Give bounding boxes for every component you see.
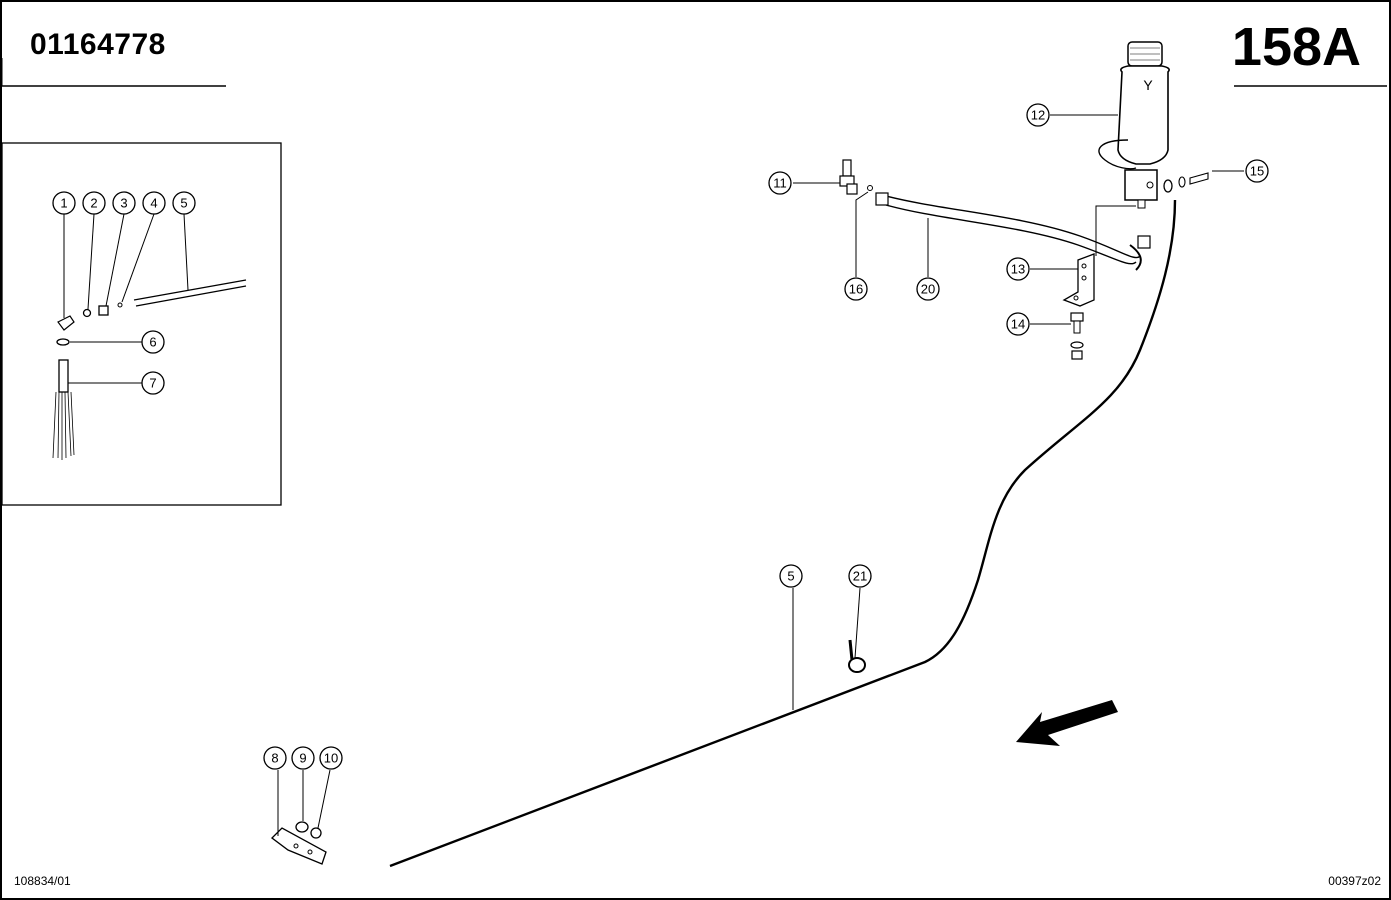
tube-part-lower — [135, 285, 247, 307]
callout-14: 14 — [1006, 312, 1030, 336]
callout-1: 1 — [52, 191, 76, 215]
reservoir-wire — [1098, 139, 1137, 170]
seal-ring-part — [56, 338, 70, 346]
svg-text:16: 16 — [849, 282, 863, 297]
callout-13: 13 — [1006, 257, 1030, 281]
callout-8: 8 — [263, 746, 287, 770]
main-hose-line — [389, 199, 1177, 868]
reservoir-mark: Y — [1143, 77, 1153, 93]
hose-end-fitting — [875, 192, 889, 206]
o-ring-16 — [867, 185, 873, 191]
hose-clamp-21 — [848, 639, 866, 673]
callout-15: 15 — [1245, 159, 1269, 183]
callout-20: 20 — [916, 277, 940, 301]
strainer-body-part — [58, 359, 69, 393]
hose-nut — [1137, 235, 1151, 249]
bolt-15 — [1163, 172, 1209, 193]
fluid-reservoir: Y — [1098, 41, 1170, 209]
main-leaders — [277, 114, 1244, 836]
callout-6: 6 — [141, 330, 165, 354]
nut-10 — [310, 827, 322, 839]
inset-parts — [52, 279, 247, 460]
svg-text:15: 15 — [1250, 164, 1264, 179]
callout-21: 21 — [848, 564, 872, 588]
washer-9 — [295, 821, 309, 833]
bracket-13 — [1062, 253, 1095, 307]
callout-4: 4 — [142, 191, 166, 215]
page-code: 158A — [1231, 17, 1361, 77]
svg-text:4: 4 — [150, 196, 157, 211]
bracket-8 — [271, 821, 327, 865]
footer-right-reference: 00397z02 — [1328, 874, 1381, 888]
mounting-block — [1124, 169, 1158, 201]
svg-text:5: 5 — [180, 196, 187, 211]
direction-arrow-icon — [1016, 700, 1118, 746]
svg-text:13: 13 — [1011, 262, 1025, 277]
washer-part — [82, 308, 92, 318]
callout-16: 16 — [844, 277, 868, 301]
svg-text:14: 14 — [1011, 317, 1025, 332]
svg-text:11: 11 — [773, 176, 787, 191]
o-ring-part — [117, 302, 123, 308]
callout-5-inset: 5 — [172, 191, 196, 215]
callout-9: 9 — [291, 746, 315, 770]
svg-text:3: 3 — [120, 196, 127, 211]
svg-text:8: 8 — [271, 751, 278, 766]
elbow-fitting-part — [57, 315, 75, 331]
callout-7: 7 — [141, 371, 165, 395]
callout-11: 11 — [768, 171, 792, 195]
svg-text:2: 2 — [90, 196, 97, 211]
svg-text:12: 12 — [1031, 108, 1045, 123]
inset-leaders — [63, 213, 189, 384]
document-number: 01164778 — [30, 28, 166, 61]
callout-3: 3 — [112, 191, 136, 215]
nut-part — [98, 305, 109, 316]
callout-12: 12 — [1026, 103, 1050, 127]
hose-assembly — [875, 192, 1151, 271]
svg-text:20: 20 — [921, 282, 935, 297]
svg-text:7: 7 — [149, 376, 156, 391]
svg-text:6: 6 — [149, 335, 156, 350]
svg-text:10: 10 — [324, 751, 338, 766]
detail-inset-box — [1, 142, 282, 506]
svg-text:1: 1 — [60, 196, 67, 211]
footer-left-reference: 108834/01 — [14, 874, 71, 888]
callout-10: 10 — [319, 746, 343, 770]
reservoir-bottle — [1117, 65, 1170, 165]
svg-text:21: 21 — [853, 569, 867, 584]
svg-text:5: 5 — [787, 569, 794, 584]
screw-14 — [1070, 312, 1084, 360]
callout-2: 2 — [82, 191, 106, 215]
svg-text:9: 9 — [299, 751, 306, 766]
tube-part-upper — [133, 279, 247, 301]
strainer-bristles — [52, 391, 75, 460]
callout-5-main: 5 — [779, 564, 803, 588]
tee-fitting — [839, 159, 873, 195]
